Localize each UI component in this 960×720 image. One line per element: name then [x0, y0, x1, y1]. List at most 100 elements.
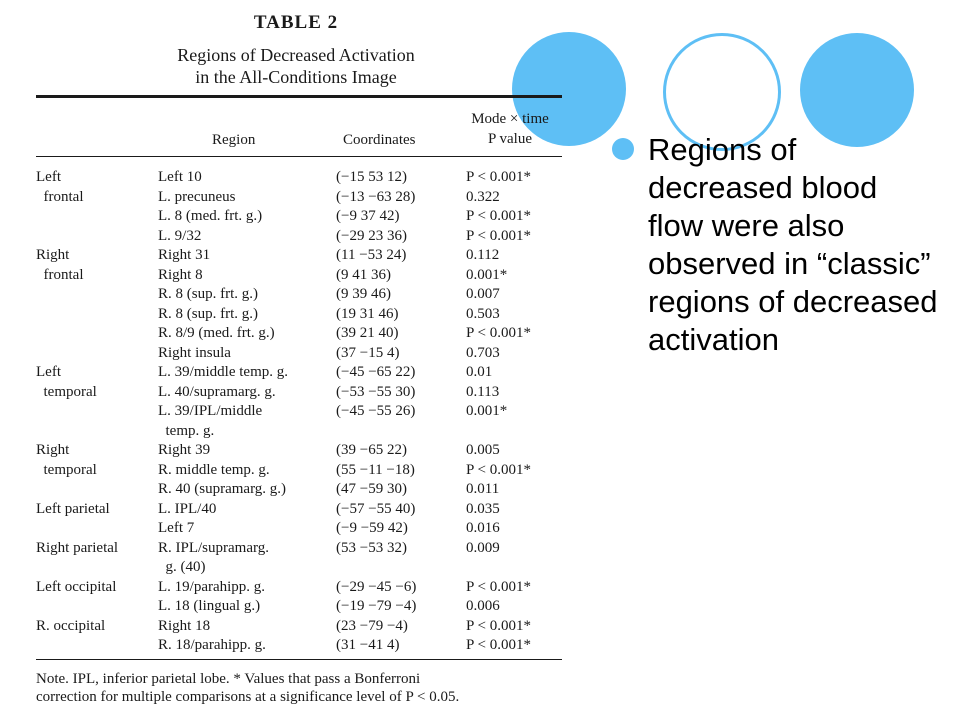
- row-region: temp. g.: [158, 422, 215, 439]
- row-coordinates: (−45 −55 26): [336, 403, 416, 419]
- row-p-value: 0.01: [466, 364, 493, 380]
- header-mode-line1: Mode × time: [471, 111, 549, 127]
- table-row: R. 40 (supramarg. g.) (47 −59 30) 0.011: [36, 480, 568, 500]
- row-p-value: P < 0.001*: [466, 461, 531, 478]
- row-p-value: P < 0.001*: [466, 637, 531, 653]
- row-coordinates: (−53 −55 30): [336, 383, 416, 400]
- row-coordinates: (−9 −59 42): [336, 520, 408, 536]
- row-coordinates: (37 −15 4): [336, 344, 400, 361]
- table-note: Note. IPL, inferior parietal lobe. * Val…: [36, 670, 566, 706]
- row-coordinates: (39 −65 22): [336, 442, 407, 458]
- row-p-value: 0.001*: [466, 266, 508, 283]
- table-caption-line1: Regions of Decreased Activation: [177, 45, 415, 65]
- row-p-value: P < 0.001*: [466, 617, 531, 634]
- row-group: Left occipital: [36, 578, 117, 595]
- row-p-value: 0.322: [466, 188, 500, 205]
- row-p-value: 0.016: [466, 520, 500, 536]
- row-p-value: 0.035: [466, 500, 500, 517]
- row-p-value: 0.005: [466, 442, 500, 458]
- table-row: g. (40): [36, 558, 568, 578]
- table-row: R. 8 (sup. frt. g.) (9 39 46) 0.007: [36, 285, 568, 305]
- decorative-circle-right: [800, 33, 914, 147]
- row-coordinates: (−29 23 36): [336, 227, 407, 244]
- row-region: R. 8 (sup. frt. g.): [158, 286, 258, 302]
- row-coordinates: (−19 −79 −4): [336, 598, 417, 614]
- table-row: L. 18 (lingual g.) (−19 −79 −4) 0.006: [36, 597, 568, 617]
- table-number: TABLE 2: [253, 12, 339, 33]
- row-region: Right 18: [158, 617, 211, 634]
- row-p-value: 0.009: [466, 539, 500, 556]
- row-group: Right parietal: [36, 539, 119, 556]
- row-group: Left: [36, 169, 61, 185]
- table-row: Right insula (37 −15 4) 0.703: [36, 344, 568, 364]
- row-coordinates: (39 21 40): [336, 325, 399, 341]
- row-region: L. 18 (lingual g.): [158, 598, 261, 614]
- row-region: R. 40 (supramarg. g.): [158, 481, 287, 497]
- row-p-value: P < 0.001*: [466, 578, 531, 595]
- row-coordinates: (−45 −65 22): [336, 364, 416, 380]
- bullet-icon: [612, 138, 634, 160]
- row-region: L. precuneus: [158, 188, 236, 205]
- row-region: R. 8/9 (med. frt. g.): [158, 325, 275, 341]
- table-row: temp. g.: [36, 422, 568, 442]
- table-row: L. 39/IPL/middle(−45 −55 26)0.001*: [36, 402, 568, 422]
- row-p-value: P < 0.001*: [466, 325, 531, 341]
- row-region: R. 18/parahipp. g.: [158, 637, 266, 653]
- row-coordinates: (31 −41 4): [336, 637, 400, 653]
- row-p-value: 0.503: [466, 305, 500, 322]
- row-region: Right insula: [158, 344, 231, 361]
- header-mode-time: Mode × time P value: [458, 109, 562, 149]
- row-coordinates: (9 39 46): [336, 286, 391, 302]
- row-p-value: P < 0.001*: [466, 208, 531, 224]
- table-row: L. 8 (med. frt. g.)(−9 37 42)P < 0.001*: [36, 207, 568, 227]
- row-coordinates: (19 31 46): [336, 305, 399, 322]
- row-group: temporal: [36, 383, 97, 400]
- row-region: R. middle temp. g.: [158, 461, 270, 478]
- decorative-circle-outline: [663, 33, 781, 151]
- row-region: Left 10: [158, 169, 202, 185]
- row-p-value: 0.113: [466, 383, 500, 400]
- table-row: R. 8/9 (med. frt. g.) (39 21 40) P < 0.001…: [36, 324, 568, 344]
- row-region: Left 7: [158, 520, 195, 536]
- table-note-line2: correction for multiple comparisons at a…: [36, 689, 460, 705]
- table-header-rule: [36, 156, 562, 157]
- row-group: frontal: [36, 266, 84, 283]
- table-note-line1: Note. IPL, inferior parietal lobe. * Val…: [36, 671, 421, 687]
- table-row: Left 7 (−9 −59 42) 0.016: [36, 519, 568, 539]
- row-p-value: 0.006: [466, 598, 500, 614]
- header-coordinates: Coordinates: [343, 132, 416, 148]
- row-p-value: P < 0.001*: [466, 169, 531, 185]
- row-coordinates: (47 −59 30): [336, 481, 407, 497]
- row-p-value: 0.011: [466, 481, 500, 497]
- row-region: L. 40/supramarg. g.: [158, 383, 276, 400]
- row-group: R. occipital: [36, 617, 106, 634]
- row-p-value: 0.112: [466, 247, 500, 263]
- header-mode-line2: P value: [487, 131, 533, 147]
- table-bottom-rule: [36, 659, 562, 660]
- row-region: Right 31: [158, 247, 211, 263]
- table-figure: TABLE 2 Regions of Decreased Activation …: [30, 8, 562, 714]
- row-group: Left: [36, 364, 61, 380]
- row-group: Right: [36, 442, 70, 458]
- decorative-circle-left: [512, 32, 626, 146]
- row-group: temporal: [36, 461, 97, 478]
- table-row: R. 8 (sup. frt. g.) (19 31 46) 0.503: [36, 305, 568, 325]
- row-p-value: 0.007: [466, 286, 500, 302]
- bullet-text: Regions of decreased blood flow were als…: [648, 132, 938, 357]
- row-region: R. 8 (sup. frt. g.): [158, 305, 258, 322]
- table-top-rule: [36, 95, 562, 98]
- row-coordinates: (−57 −55 40): [336, 500, 416, 517]
- row-coordinates: (53 −53 32): [336, 539, 407, 556]
- row-p-value: 0.703: [466, 344, 500, 361]
- table-row: R. 18/parahipp. g. (31 −41 4) P < 0.001*: [36, 636, 568, 656]
- header-region: Region: [212, 132, 256, 148]
